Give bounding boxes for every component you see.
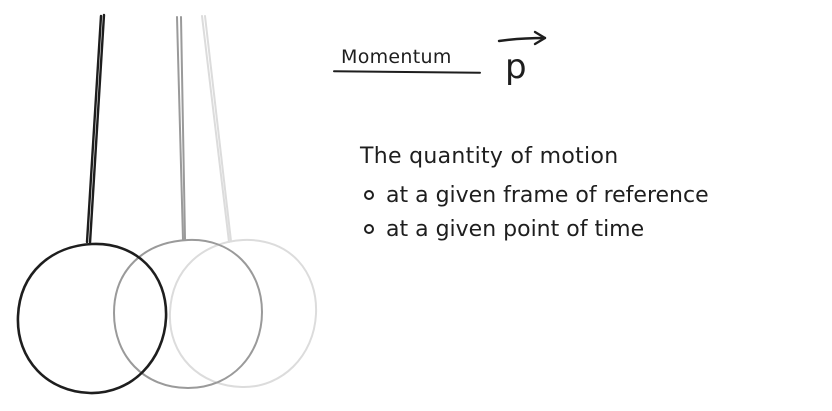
pendulum-main-bob: [16, 242, 168, 395]
pendulum-ghost-1-bob: [112, 238, 264, 390]
page-title: Momentum: [341, 46, 452, 68]
list-item: at a given frame of reference: [364, 178, 709, 212]
bullet-dot-icon: [364, 190, 374, 200]
pendulum-ghost-1: [112, 16, 264, 390]
pendulum-main-string: [85, 13, 106, 245]
momentum-vector-symbol: p: [497, 28, 551, 91]
definition-text: The quantity of motion: [360, 144, 619, 169]
pendulum-ghost-2-bob: [168, 238, 318, 389]
vector-arrow-icon: p: [497, 30, 547, 87]
list-item: at a given point of time: [364, 212, 709, 246]
bullet-list: at a given frame of reference at a given…: [364, 178, 709, 246]
pendulum-main: [16, 13, 168, 395]
pendulum-ghost-2: [168, 15, 318, 389]
bullet-text: at a given point of time: [386, 216, 645, 242]
bullet-dot-icon: [364, 224, 374, 234]
pendulum-ghost-2-string: [201, 15, 232, 243]
pendulum-ghost-1-string: [176, 16, 186, 241]
vector-symbol-letter: p: [505, 47, 527, 86]
bullet-text: at a given frame of reference: [386, 182, 709, 208]
